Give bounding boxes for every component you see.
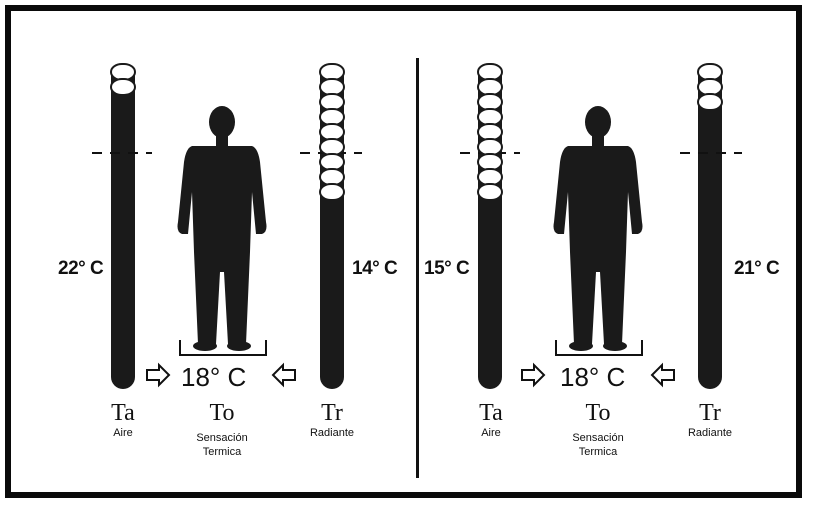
right-panel — [460, 64, 742, 389]
op-name-right-1: Sensación — [558, 432, 638, 445]
operative-temp-right: 18° C — [560, 362, 625, 393]
radiant-ring-left — [320, 64, 344, 80]
radiant-ring-left — [320, 79, 344, 95]
air-ring-right — [478, 64, 502, 80]
radiant-ring-left — [320, 109, 344, 125]
air-ring-left — [111, 64, 135, 80]
op-symbol-left: To — [207, 400, 237, 427]
radiant-thermometer-right — [680, 64, 742, 389]
op-name-left-1: Sensación — [182, 432, 262, 445]
rad-symbol-right: Tr — [695, 400, 725, 427]
rad-name-right: Radiante — [680, 427, 740, 440]
arrow-left-icon — [652, 365, 674, 385]
arrow-left-icon — [273, 365, 295, 385]
air-temp-left: 22° C — [58, 258, 103, 280]
person-silhouette-left — [178, 106, 267, 351]
radiant-ring-left — [320, 154, 344, 170]
air-ring-right — [478, 109, 502, 125]
radiant-ring-left — [320, 169, 344, 185]
arrow-right-icon — [522, 365, 544, 385]
air-ring-right — [478, 79, 502, 95]
air-ring-right — [478, 139, 502, 155]
rad-name-left: Radiante — [302, 427, 362, 440]
air-ring-left — [111, 79, 135, 95]
air-ring-right — [478, 154, 502, 170]
radiant-ring-right — [698, 64, 722, 80]
radiant-temp-left: 14° C — [352, 258, 397, 280]
op-name-right-2: Termica — [558, 446, 638, 459]
radiant-ring-left — [320, 184, 344, 200]
operative-temp-left: 18° C — [181, 362, 246, 393]
rad-symbol-left: Tr — [317, 400, 347, 427]
air-ring-right — [478, 184, 502, 200]
radiant-ring-left — [320, 124, 344, 140]
air-ring-right — [478, 169, 502, 185]
radiant-temp-right: 21° C — [734, 258, 779, 280]
op-name-left-2: Termica — [182, 446, 262, 459]
air-thermometer-left — [92, 64, 152, 389]
air-name-right: Aire — [471, 427, 511, 440]
air-symbol-left: Ta — [108, 400, 138, 427]
floor-bracket-right — [556, 340, 642, 355]
person-silhouette-right — [554, 106, 643, 351]
radiant-ring-right — [698, 94, 722, 110]
air-ring-right — [478, 124, 502, 140]
air-temp-right: 15° C — [424, 258, 469, 280]
radiant-ring-left — [320, 139, 344, 155]
arrow-right-icon — [147, 365, 169, 385]
air-ring-right — [478, 94, 502, 110]
op-symbol-right: To — [583, 400, 613, 427]
air-symbol-right: Ta — [476, 400, 506, 427]
radiant-ring-right — [698, 79, 722, 95]
radiant-ring-left — [320, 94, 344, 110]
floor-bracket-left — [180, 340, 266, 355]
air-name-left: Aire — [103, 427, 143, 440]
